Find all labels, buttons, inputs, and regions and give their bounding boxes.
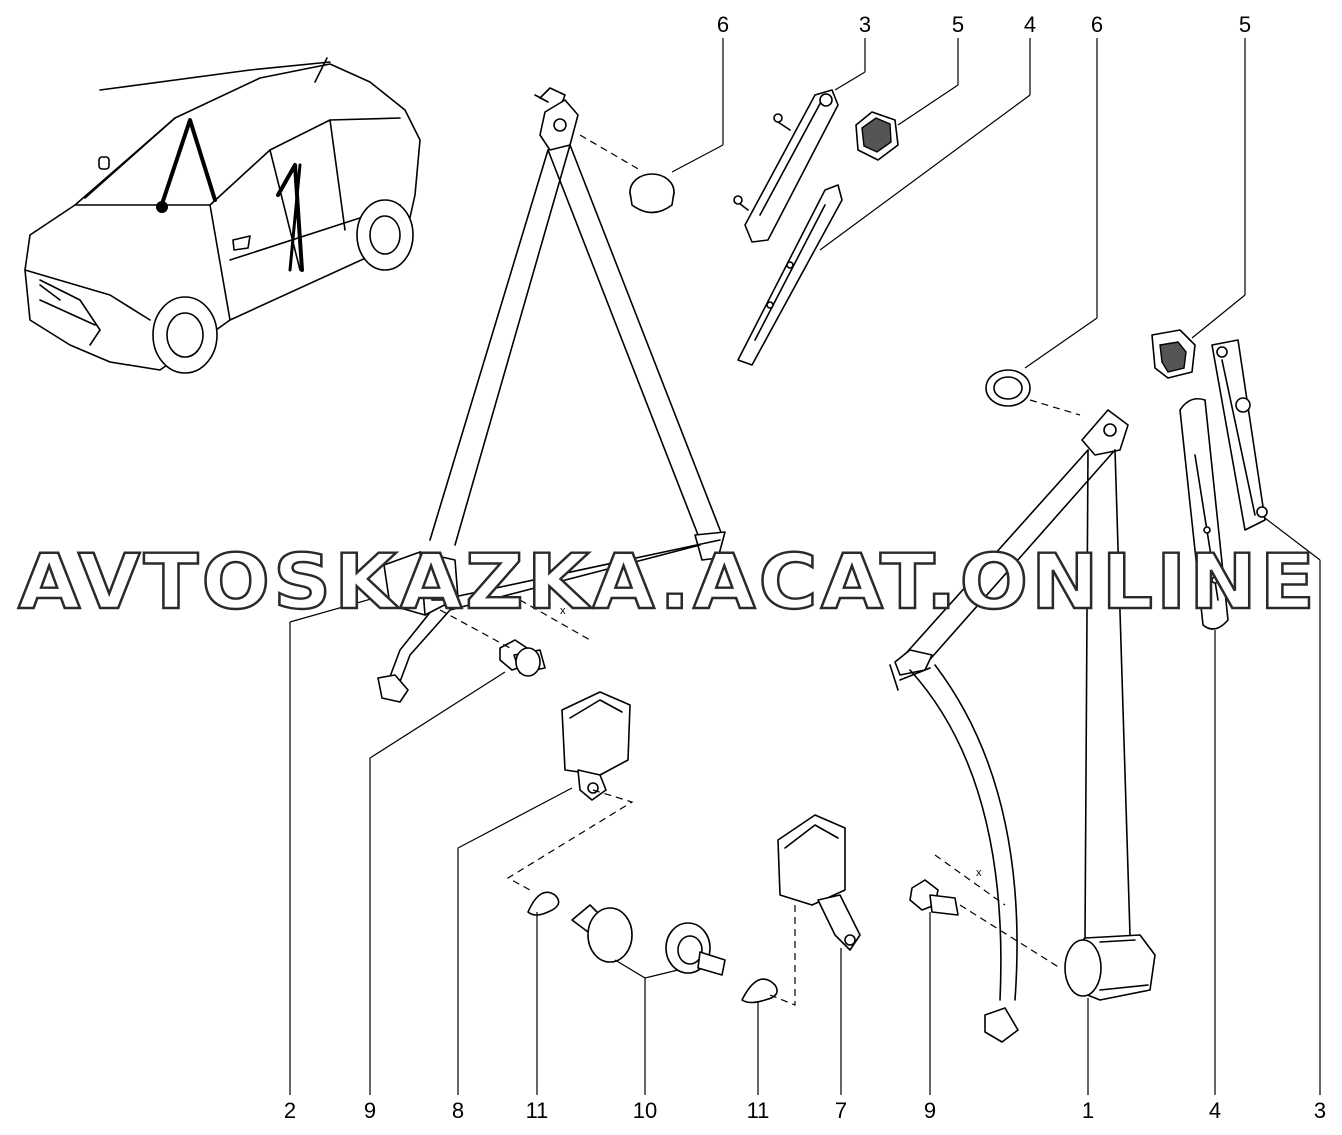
callout-2: 2 <box>284 1098 296 1123</box>
callouts-top: 6 3 5 4 6 5 <box>717 12 1251 37</box>
callout-3-top: 3 <box>859 12 871 37</box>
cover-5-top <box>855 111 899 161</box>
callout-6-top-right: 6 <box>1091 12 1103 37</box>
buckle-8 <box>561 691 631 801</box>
car-thumbnail <box>24 57 421 374</box>
stud-10-left <box>571 904 633 963</box>
cap-plug-6-left <box>629 173 675 214</box>
callout-5-top-right: 5 <box>1239 12 1251 37</box>
callout-7: 7 <box>835 1098 847 1123</box>
cap-plug-6-right <box>985 369 1031 407</box>
front-seat-belt-right <box>889 409 1156 1043</box>
dimension-mark-left: x <box>560 605 566 617</box>
bolt-9-right <box>909 879 959 916</box>
height-adjuster-3-right <box>1211 339 1268 531</box>
height-adjuster-3-top <box>733 89 839 243</box>
clip-11-right <box>741 978 778 1004</box>
callout-4-top: 4 <box>1024 12 1036 37</box>
trim-cover-4-top <box>737 184 843 366</box>
front-seat-belt-left <box>377 87 726 703</box>
callout-5-top: 5 <box>952 12 964 37</box>
cover-5-right <box>1151 329 1196 379</box>
callout-10: 10 <box>633 1098 657 1123</box>
callout-6-top-left: 6 <box>717 12 729 37</box>
callout-3-bottom: 3 <box>1314 1098 1326 1123</box>
callouts-bottom: 2 9 8 11 10 11 7 9 1 4 3 <box>284 1098 1326 1123</box>
callout-9-left: 9 <box>364 1098 376 1123</box>
callout-11-left: 11 <box>526 1098 549 1123</box>
assembly-dashed-lines <box>439 134 1081 1006</box>
callout-9-right: 9 <box>924 1098 936 1123</box>
callout-8: 8 <box>452 1098 464 1123</box>
watermark-text: AVTOSKAZKA.ACAT.ONLINE <box>18 537 1318 626</box>
callout-4-bottom: 4 <box>1209 1098 1221 1123</box>
leader-lines <box>289 38 1321 1095</box>
callout-11-right: 11 <box>747 1098 770 1123</box>
clip-11-left <box>527 891 560 916</box>
bolt-9-left <box>499 639 546 677</box>
dimension-mark-right: x <box>976 867 982 879</box>
callout-1: 1 <box>1082 1098 1094 1123</box>
buckle-7 <box>777 814 861 951</box>
stud-10-right <box>665 922 726 976</box>
trim-cover-4-right <box>1179 397 1229 630</box>
